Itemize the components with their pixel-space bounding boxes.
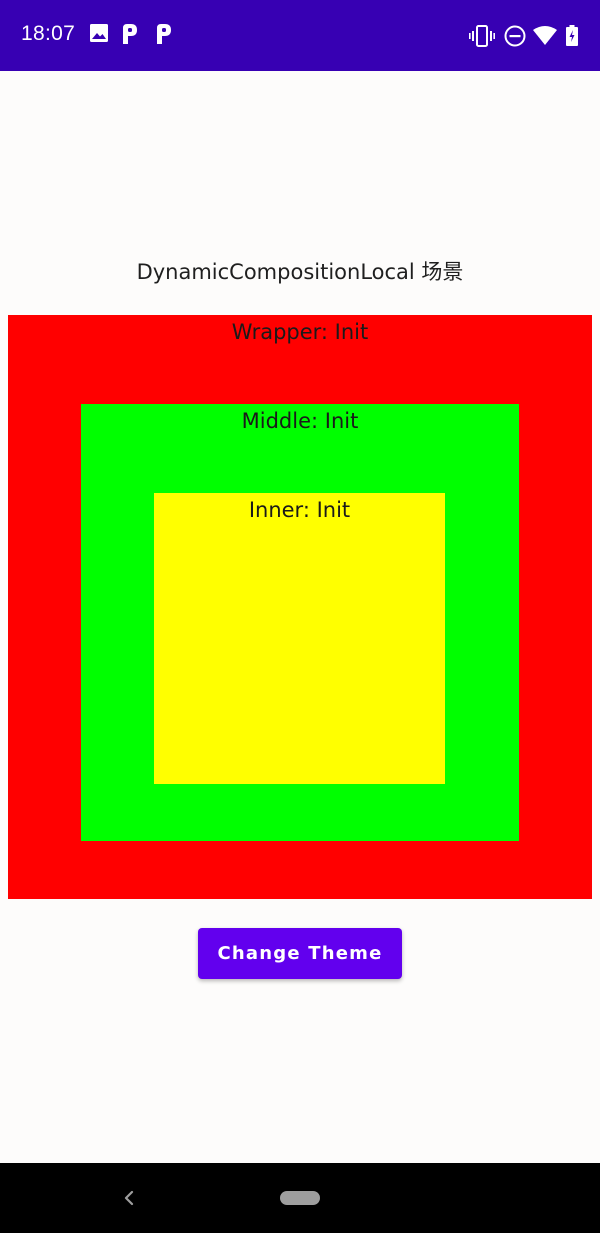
p-icon [123,24,137,44]
status-bar: 18:07 [0,0,600,71]
image-icon [90,24,108,42]
middle-box: Middle: Init Inner: Init [81,404,519,841]
vibrate-icon [469,25,495,47]
change-theme-button[interactable]: Change Theme [198,928,402,979]
inner-box: Inner: Init [154,493,445,784]
middle-label: Middle: Init [241,409,359,433]
wifi-icon [533,26,557,45]
home-pill-icon[interactable] [280,1191,320,1205]
p-icon [157,24,171,44]
wrapper-label: Wrapper: Init [231,320,369,344]
navigation-bar [0,1163,600,1233]
inner-label: Inner: Init [248,498,351,522]
back-icon[interactable] [122,1189,136,1207]
status-time: 18:07 [21,22,76,45]
wrapper-box: Wrapper: Init Middle: Init Inner: Init [8,315,592,899]
screen-title: DynamicCompositionLocal 场景 [136,260,464,284]
battery-icon [566,25,578,46]
do-not-disturb-icon [504,25,526,47]
